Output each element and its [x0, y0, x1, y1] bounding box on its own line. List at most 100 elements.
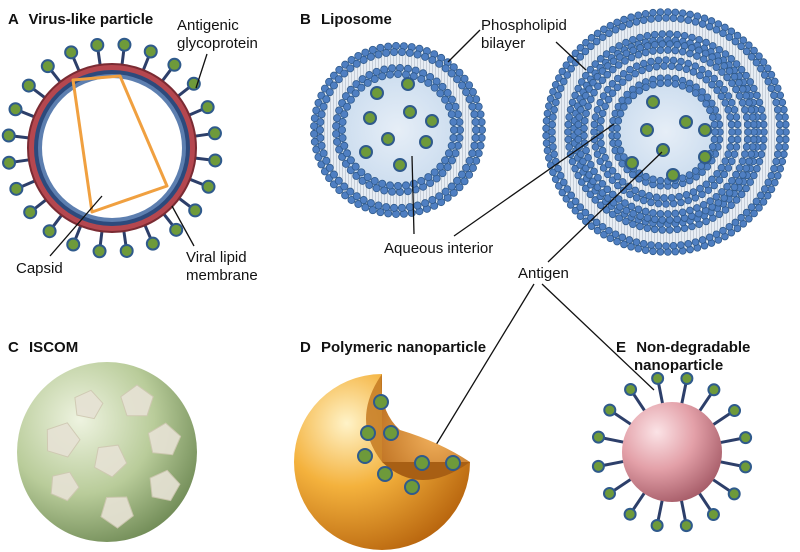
- antigen-dot: [414, 455, 430, 471]
- lipid-head: [755, 157, 764, 166]
- lipid-head: [613, 131, 621, 140]
- lipid-head: [691, 18, 700, 26]
- lipid-head: [319, 149, 328, 158]
- lipid-head: [735, 78, 743, 87]
- lipid-head: [444, 149, 453, 158]
- lipid-head: [645, 64, 654, 72]
- lipid-head: [575, 113, 584, 121]
- panel-e-title: E Non-degradable nanoparticle: [616, 339, 755, 374]
- lipid-head: [702, 75, 711, 84]
- lipid-head: [719, 226, 727, 235]
- lipid-head: [739, 85, 747, 93]
- lipid-head: [636, 33, 644, 42]
- lipid-head: [639, 196, 648, 205]
- lipid-head: [552, 98, 560, 107]
- lipid-head: [310, 137, 319, 146]
- lipid-head: [611, 230, 620, 239]
- lipid-head: [471, 118, 480, 127]
- lipid-head: [622, 206, 631, 215]
- lipid-head: [580, 124, 588, 133]
- lipid-head: [447, 141, 456, 150]
- lipid-head: [631, 186, 639, 195]
- panel-e-title-line2: nanoparticle: [634, 357, 723, 374]
- lipid-head: [592, 37, 601, 46]
- lipid-head: [598, 76, 607, 85]
- lipid-head: [727, 98, 736, 107]
- lipid-head: [582, 109, 590, 118]
- lipid-head: [643, 224, 652, 233]
- lipid-head: [724, 92, 733, 100]
- panel-b-title: B Liposome: [300, 11, 392, 28]
- lipid-head: [728, 128, 736, 136]
- antigen-dot: [9, 181, 24, 196]
- lipid-head: [627, 53, 636, 62]
- antigen-dot: [656, 143, 670, 157]
- lipid-head: [737, 190, 746, 199]
- antigen-dot: [591, 430, 605, 444]
- lipid-head: [755, 204, 763, 212]
- lipid-head: [618, 233, 627, 242]
- lipid-head: [627, 242, 635, 251]
- lipid-head: [654, 241, 663, 250]
- lipid-head: [636, 44, 645, 52]
- lipid-head: [705, 22, 714, 31]
- lipid-head: [732, 85, 740, 94]
- lipid-head: [590, 167, 598, 176]
- lipid-head: [636, 212, 645, 220]
- lipid-head: [616, 53, 624, 61]
- antigen-dot: [425, 114, 439, 128]
- lipid-head: [409, 179, 418, 188]
- lipid-head: [354, 51, 363, 60]
- lipid-head: [724, 164, 733, 172]
- lipid-head: [357, 168, 366, 177]
- lipid-head: [443, 163, 452, 172]
- lipid-head: [732, 60, 741, 68]
- lipid-head: [548, 128, 556, 136]
- lipid-head: [745, 157, 753, 166]
- lipid-head: [428, 55, 437, 64]
- lipid-head: [598, 222, 607, 231]
- lipid-head: [755, 98, 764, 107]
- lipid-head: [604, 95, 613, 104]
- lipid-head: [614, 61, 623, 69]
- lipid-head: [677, 15, 685, 23]
- lipid-head: [773, 171, 782, 180]
- label-capsid: Capsid: [16, 260, 63, 277]
- lipid-head: [470, 141, 479, 150]
- lipid-head: [322, 95, 331, 104]
- lipid-head: [726, 113, 735, 121]
- lipid-head: [380, 65, 389, 74]
- lipid-head: [686, 206, 694, 215]
- lipid-head: [594, 173, 602, 182]
- lipid-head: [745, 98, 753, 107]
- lipid-head: [346, 156, 355, 165]
- lipid-head: [654, 199, 663, 208]
- lipid-head: [735, 177, 743, 186]
- lipid-head: [776, 164, 785, 173]
- lipid-head: [710, 135, 719, 144]
- antigen-dot: [1, 128, 16, 143]
- antigen-dot: [403, 105, 417, 119]
- lipid-head: [619, 69, 628, 78]
- lipid-head: [738, 98, 747, 107]
- lipid-head: [625, 236, 634, 244]
- lipid-head: [372, 67, 381, 76]
- lipid-head: [647, 15, 655, 23]
- lipid-head: [559, 178, 568, 187]
- lipid-head: [608, 89, 617, 98]
- lipid-head: [310, 114, 319, 123]
- lipid-head: [647, 241, 655, 249]
- antigen-dot: [739, 460, 753, 474]
- lipid-head: [376, 43, 385, 52]
- iscom-pentagon: [120, 384, 154, 417]
- lipid-head: [614, 117, 623, 125]
- lipid-head: [471, 133, 480, 142]
- antigen-dot: [623, 507, 637, 521]
- lipid-head: [421, 52, 430, 61]
- antigen-dot: [401, 77, 415, 91]
- panel-c-letter: C: [8, 339, 19, 356]
- lipid-head: [554, 164, 562, 173]
- lipid-head: [312, 106, 321, 115]
- lipid-head: [775, 143, 783, 151]
- lipid-head: [656, 210, 665, 218]
